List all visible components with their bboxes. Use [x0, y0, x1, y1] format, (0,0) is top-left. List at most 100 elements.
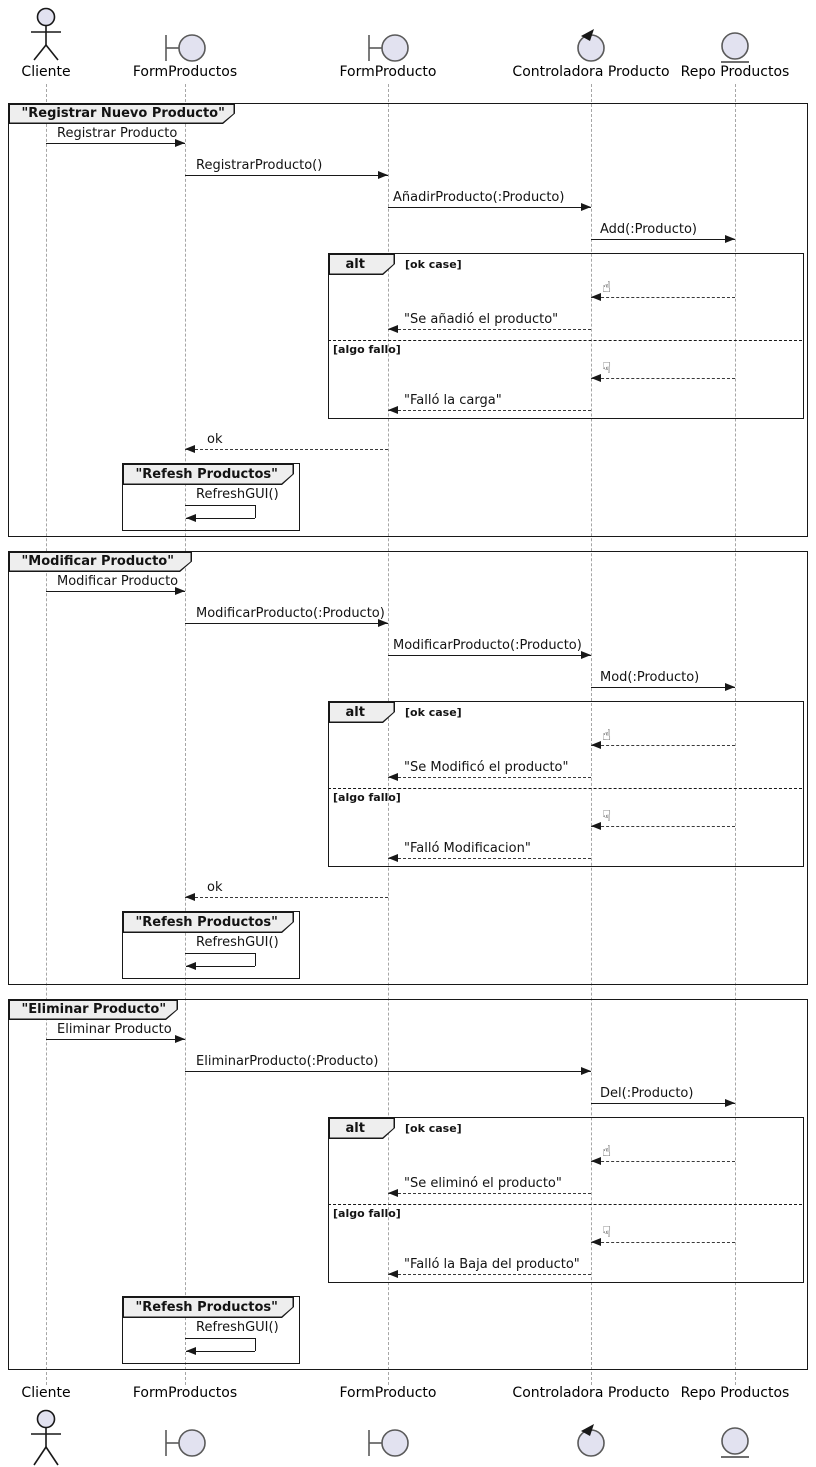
- thumbs-up-icon: ☝: [602, 726, 612, 744]
- return-arrow: [591, 745, 735, 746]
- lifeline-cliente: [45, 84, 47, 1385]
- arrowhead-icon: [591, 822, 601, 830]
- arrowhead-icon: [185, 445, 195, 453]
- group-frame-modificar: [8, 551, 808, 985]
- participant-label-controladora-bottom: Controladora Producto: [512, 1385, 670, 1401]
- return-arrow: [388, 1193, 591, 1194]
- message-label: Add(:Producto): [600, 222, 698, 237]
- alt-tab: alt: [328, 253, 395, 275]
- entity-icon: [721, 1427, 749, 1458]
- message-arrow: [185, 623, 388, 624]
- alt-divider: [328, 788, 802, 789]
- message-label: Eliminar Producto: [57, 1022, 172, 1037]
- control-icon: [577, 1424, 605, 1457]
- message-label: ok: [207, 880, 223, 895]
- guard-fail: [algo fallo]: [333, 1207, 401, 1220]
- alt-divider: [328, 340, 802, 341]
- guard-ok: [ok case]: [405, 258, 462, 271]
- arrowhead-icon: [581, 203, 591, 211]
- message-label: RegistrarProducto(): [196, 158, 323, 173]
- message-arrow: [185, 175, 388, 176]
- return-arrow: [591, 297, 735, 298]
- participant-label-formproductos: FormProductos: [132, 64, 238, 80]
- guard-fail: [algo fallo]: [333, 791, 401, 804]
- return-arrow: [388, 858, 591, 859]
- arrowhead-icon: [591, 741, 601, 749]
- boundary-icon: [368, 1429, 409, 1457]
- self-message-arrow: [186, 1351, 255, 1352]
- participant-label-repo-bottom: Repo Productos: [680, 1385, 790, 1401]
- return-arrow: [591, 378, 735, 379]
- guard-ok: [ok case]: [405, 1122, 462, 1135]
- message-label: Registrar Producto: [57, 126, 178, 141]
- actor-icon: [31, 7, 61, 61]
- group-frame-modificar-title: "Modificar Producto": [10, 553, 191, 571]
- boundary-icon: [368, 34, 409, 62]
- message-label: ModificarProducto(:Producto): [393, 638, 582, 653]
- boundary-icon: [165, 34, 206, 62]
- boundary-icon: [165, 1429, 206, 1457]
- message-label: "Se añadió el producto": [404, 312, 559, 327]
- group-frame-registrar-tab: "Registrar Nuevo Producto": [8, 103, 235, 124]
- message-arrow: [388, 207, 591, 208]
- arrowhead-icon: [725, 1099, 735, 1107]
- lifeline-formproductos: [184, 84, 186, 1385]
- self-message-arrow: [255, 953, 256, 966]
- message-label: Del(:Producto): [600, 1086, 694, 1101]
- group-frame-registrar-title: "Registrar Nuevo Producto": [10, 105, 234, 123]
- return-arrow: [388, 410, 591, 411]
- arrowhead-icon: [388, 773, 398, 781]
- message-arrow: [46, 143, 185, 144]
- alt-divider: [328, 1204, 802, 1205]
- message-label: "Se eliminó el producto": [404, 1176, 562, 1191]
- participant-label-cliente-bottom: Cliente: [21, 1385, 71, 1401]
- arrowhead-icon: [378, 171, 388, 179]
- self-message-arrow: [185, 505, 255, 506]
- arrowhead-icon: [378, 619, 388, 627]
- arrowhead-icon: [725, 683, 735, 691]
- arrowhead-icon: [388, 854, 398, 862]
- message-label: ok: [207, 432, 223, 447]
- return-arrow: [388, 329, 591, 330]
- group-frame-eliminar-tab: "Eliminar Producto": [8, 999, 178, 1020]
- self-message-arrow: [185, 1338, 255, 1339]
- message-label: "Se Modificó el producto": [404, 760, 569, 775]
- self-message-arrow: [186, 518, 255, 519]
- refresh-frame-tab: "Refesh Productos": [122, 911, 294, 933]
- alt-operator: alt: [330, 255, 394, 274]
- arrowhead-icon: [186, 514, 196, 522]
- self-message-arrow: [255, 1338, 256, 1351]
- return-arrow: [388, 777, 591, 778]
- alt-tab: alt: [328, 701, 395, 723]
- arrowhead-icon: [725, 235, 735, 243]
- group-frame-eliminar: [8, 999, 808, 1370]
- refresh-frame-title: "Refesh Productos": [124, 913, 293, 932]
- arrowhead-icon: [388, 406, 398, 414]
- arrowhead-icon: [388, 1189, 398, 1197]
- alt-fragment: [328, 701, 804, 867]
- message-label: "Falló Modificacion": [404, 841, 531, 856]
- entity-icon: [721, 32, 749, 63]
- arrowhead-icon: [186, 1347, 196, 1355]
- arrowhead-icon: [175, 139, 185, 147]
- group-frame-registrar: [8, 103, 808, 537]
- thumbs-down-icon: ☟: [602, 1223, 612, 1241]
- message-arrow: [46, 1039, 185, 1040]
- participant-icons-bottom: [31, 1409, 749, 1466]
- arrowhead-icon: [591, 374, 601, 382]
- message-label: RefreshGUI(): [196, 487, 279, 502]
- return-arrow: [591, 1161, 735, 1162]
- arrowhead-icon: [388, 325, 398, 333]
- return-arrow: [185, 449, 388, 450]
- message-arrow: [591, 1103, 735, 1104]
- message-arrow: [185, 1071, 591, 1072]
- arrowhead-icon: [175, 587, 185, 595]
- lifeline-repo: [734, 84, 736, 1385]
- control-icon: [577, 29, 605, 62]
- arrowhead-icon: [581, 651, 591, 659]
- alt-fragment: [328, 253, 804, 419]
- guard-ok: [ok case]: [405, 706, 462, 719]
- self-message-arrow: [186, 966, 255, 967]
- message-label: Mod(:Producto): [600, 670, 700, 685]
